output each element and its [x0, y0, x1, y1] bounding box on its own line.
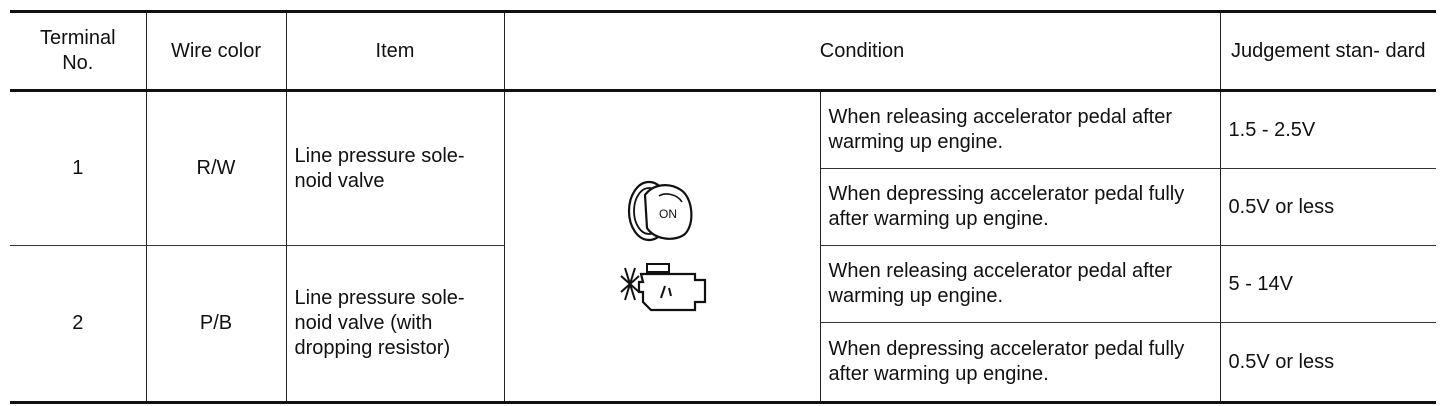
condition-text-cell: When releasing accelerator pedal after w…: [819, 245, 1221, 323]
standard-cell: 1.5 - 2.5V: [1219, 90, 1437, 169]
wire-color-cell: R/W: [145, 90, 287, 246]
top-rule: [10, 10, 1436, 13]
item-cell: Line pressure sole- noid valve: [285, 90, 505, 246]
terminal-spec-table: Terminal No. Wire color Item Condition J…: [10, 13, 1437, 401]
header-terminal-no: Terminal No.: [10, 13, 147, 92]
condition-text-cell: When depressing accelerator pedal fully …: [820, 168, 1221, 246]
engine-running-icon: [620, 262, 707, 311]
header-item: Item: [285, 13, 505, 92]
standard-cell: 0.5V or less: [1219, 168, 1437, 246]
condition-text-cell: When depressing accelerator pedal fully …: [820, 322, 1221, 401]
header-row: Terminal No. Wire color Item Condition J…: [10, 13, 1437, 92]
header-judgement-standard: Judgement stan- dard: [1219, 13, 1437, 92]
terminal-number-cell: 1: [10, 90, 147, 246]
ignition-on-label: ON: [659, 207, 677, 221]
table-row: 1 R/W Line pressure sole- noid valve ON: [10, 90, 1437, 401]
table-row: When depressing accelerator pedal fully …: [10, 322, 1437, 401]
bottom-rule: [10, 401, 1436, 404]
wire-color-cell: P/B: [145, 245, 287, 401]
header-condition: Condition: [503, 13, 1221, 92]
table-row: 2 P/B Line pressure sole- noid valve (wi…: [10, 245, 1437, 401]
ignition-key-on-icon: ON: [627, 180, 693, 241]
terminal-spec-table-wrapper: Terminal No. Wire color Item Condition J…: [10, 10, 1437, 404]
item-cell: Line pressure sole- noid valve (with dro…: [285, 245, 505, 401]
standard-cell: 0.5V or less: [1219, 322, 1437, 401]
table-row: When depressing accelerator pedal fully …: [10, 168, 1437, 246]
condition-icon-cell: ON: [503, 90, 821, 401]
condition-text-cell: When releasing accelerator pedal after w…: [819, 90, 1221, 169]
terminal-number-cell: 2: [10, 245, 147, 401]
header-wire-color: Wire color: [145, 13, 287, 92]
standard-cell: 5 - 14V: [1219, 245, 1437, 323]
